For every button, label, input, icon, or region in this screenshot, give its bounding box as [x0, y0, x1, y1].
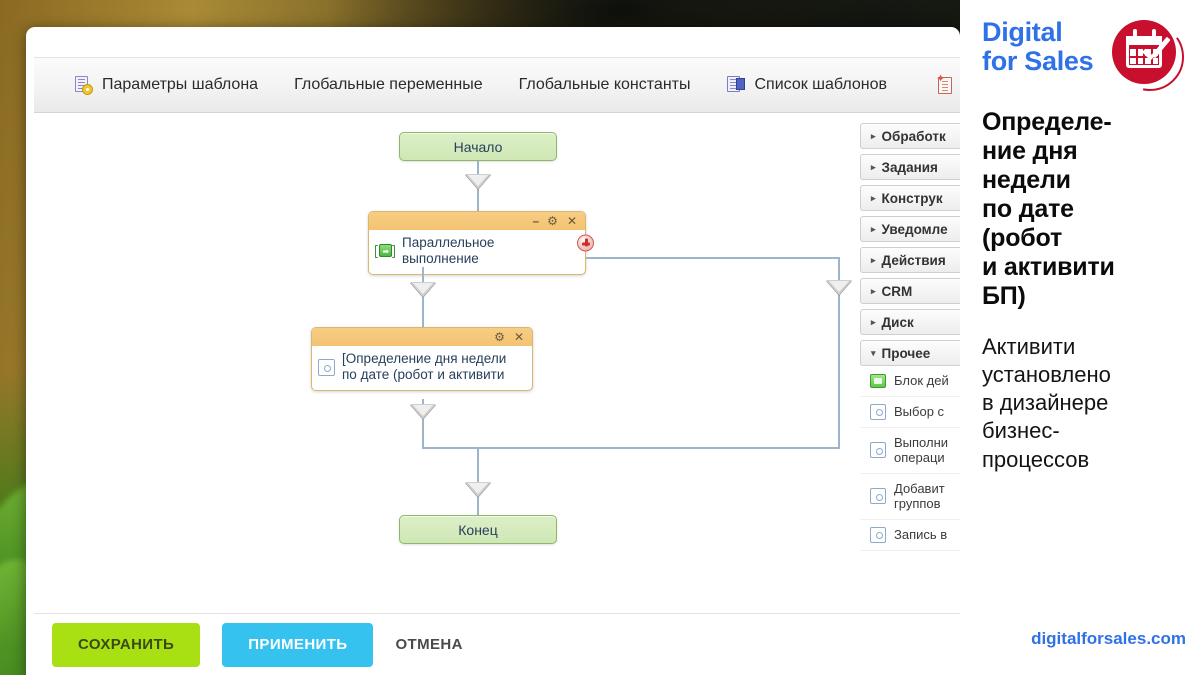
chevron-right-icon: ▸ — [871, 254, 876, 265]
connector-parallel-to-activity — [422, 267, 424, 329]
arrow-start-to-parallel — [465, 174, 491, 189]
toolbar-item-label: Параметры шаблона — [102, 76, 259, 93]
toolbar-item-label: Глобальные переменные — [294, 76, 483, 93]
toolbar-item-template-settings[interactable]: Параметры шаблона — [74, 75, 259, 95]
green-folder-icon — [870, 373, 886, 388]
palette-group-label: Прочее — [881, 345, 931, 361]
connector-right-branch-vertical — [838, 257, 840, 448]
palette-group-uvedomleniya[interactable]: ▸ Уведомле — [860, 216, 960, 242]
palette-item-dobavit-gruppovoe[interactable]: Добавит группов — [860, 474, 960, 520]
chevron-right-icon: ▸ — [871, 192, 876, 203]
node-day-of-week-activity[interactable]: ⚙ ✕ [Определение дня недели по дате (роб… — [311, 327, 533, 391]
template-list-icon — [726, 75, 746, 95]
activity-square-icon — [870, 526, 886, 543]
toolbar-item-global-variables[interactable]: Глобальные переменные — [294, 76, 483, 94]
node-start[interactable]: Начало — [399, 132, 557, 161]
dialog-footer: СОХРАНИТЬ ПРИМЕНИТЬ ОТМЕНА — [34, 613, 960, 675]
toolbar-item-label: Глобальные константы — [518, 76, 691, 93]
palette-group-disk[interactable]: ▸ Диск — [860, 309, 960, 335]
new-template-icon[interactable]: ✦ — [936, 74, 954, 95]
activity-square-icon — [870, 403, 886, 420]
brand-name: Digital for Sales — [982, 17, 1094, 77]
toolbar-overflow-region: ✦ — [924, 58, 960, 112]
palette-item-label: Блок дей — [894, 373, 949, 388]
add-branch-icon[interactable] — [577, 234, 594, 252]
calendar-check-icon — [1112, 20, 1186, 94]
node-activity-label: [Определение дня недели по дате (робот и… — [342, 351, 507, 383]
arrow-parallel-to-activity — [410, 282, 436, 297]
palette-item-label: Добавит группов — [894, 480, 945, 512]
palette-group-zadaniya[interactable]: ▸ Задания — [860, 154, 960, 180]
brand-subtext: Активити установлено в дизайнере бизнес-… — [982, 334, 1111, 472]
save-button[interactable]: СОХРАНИТЬ — [52, 622, 201, 667]
connector-activity-to-join — [422, 399, 424, 449]
apply-button[interactable]: ПРИМЕНИТЬ — [222, 622, 374, 667]
node-end-label: Конец — [458, 521, 498, 538]
gear-icon[interactable]: ⚙ — [494, 330, 505, 344]
palette-group-obrabotka[interactable]: ▸ Обработк — [860, 123, 960, 149]
palette-item-vybor[interactable]: Выбор с — [860, 397, 960, 428]
palette-group-label: Конструк — [881, 190, 943, 206]
node-parallel-execution[interactable]: – ⚙ ✕ Параллельное выполнение — [368, 211, 594, 275]
brand-heading: Определе- ние дня недели по дате (робот … — [982, 108, 1115, 310]
palette-group-label: CRM — [881, 283, 913, 299]
activity-palette[interactable]: ▸ Обработк ▸ Задания ▸ Конструк ▸ Уведом… — [860, 123, 960, 615]
toolbar-item-global-constants[interactable]: Глобальные константы — [519, 76, 691, 94]
arrow-activity-to-join — [410, 404, 436, 419]
toolbar-item-template-list[interactable]: Список шаблонов — [726, 75, 887, 95]
palette-item-list: Блок дей Выбор с Выполни операци Добавит… — [860, 366, 960, 551]
chevron-right-icon: ▸ — [871, 161, 876, 172]
arrow-join-to-end — [465, 482, 491, 497]
parallel-split-icon — [375, 243, 395, 259]
toolbar-item-label: Список шаблонов — [754, 76, 887, 93]
node-body: Параллельное выполнение — [369, 230, 585, 274]
minimize-icon[interactable]: – — [532, 214, 539, 228]
palette-item-label: Запись в — [894, 527, 948, 543]
chevron-right-icon: ▸ — [871, 223, 876, 234]
palette-group-label: Действия — [881, 252, 946, 268]
connector-right-branch-top — [586, 257, 839, 259]
node-body: [Определение дня недели по дате (робот и… — [312, 346, 532, 390]
activity-square-icon — [870, 442, 886, 459]
close-icon[interactable]: ✕ — [513, 330, 524, 344]
palette-group-deystviya[interactable]: ▸ Действия — [860, 247, 960, 273]
palette-item-zapis[interactable]: Запись в — [860, 520, 960, 551]
node-end[interactable]: Конец — [399, 515, 557, 544]
chevron-right-icon: ▸ — [871, 130, 876, 141]
palette-item-label: Выполни операци — [894, 434, 949, 466]
chevron-down-icon: ▾ — [871, 347, 876, 358]
brand-sidebar: Digital for Sales Определе- ние дня неде… — [960, 0, 1200, 675]
palette-group-label: Диск — [881, 314, 914, 330]
chevron-right-icon: ▸ — [871, 285, 876, 296]
palette-item-blok-deystviy[interactable]: Блок дей — [860, 366, 960, 397]
node-start-label: Начало — [453, 138, 503, 155]
palette-group-konstruktor[interactable]: ▸ Конструк — [860, 185, 960, 211]
bp-designer-dialog: Параметры шаблона Глобальные переменные … — [26, 27, 960, 675]
node-header: ⚙ ✕ — [312, 328, 532, 346]
gear-icon[interactable]: ⚙ — [547, 214, 558, 228]
arrow-right-branch — [826, 280, 852, 295]
designer-toolbar: Параметры шаблона Глобальные переменные … — [34, 57, 960, 113]
cancel-button[interactable]: ОТМЕНА — [395, 636, 463, 653]
palette-group-crm[interactable]: ▸ CRM — [860, 278, 960, 304]
chevron-right-icon: ▸ — [871, 316, 876, 327]
palette-item-vypolnit-operaciyu[interactable]: Выполни операци — [860, 428, 960, 474]
brand-url[interactable]: digitalforsales.com — [1031, 629, 1186, 648]
palette-item-label: Выбор с — [894, 403, 945, 419]
palette-group-prochee[interactable]: ▾ Прочее — [860, 340, 960, 366]
activity-square-icon — [870, 488, 886, 505]
close-icon[interactable]: ✕ — [566, 214, 577, 228]
brand-header: Digital for Sales — [982, 17, 1186, 94]
palette-group-label: Обработк — [881, 128, 946, 144]
process-canvas[interactable]: Начало – ⚙ ✕ Параллельное выполнение — [34, 114, 960, 613]
template-settings-icon — [74, 75, 93, 95]
palette-group-label: Уведомле — [881, 221, 948, 237]
activity-square-icon — [318, 358, 335, 376]
node-header: – ⚙ ✕ — [369, 212, 585, 230]
connector-join-bar — [422, 447, 840, 449]
palette-group-label: Задания — [881, 159, 938, 175]
node-parallel-label: Параллельное выполнение — [402, 235, 495, 267]
